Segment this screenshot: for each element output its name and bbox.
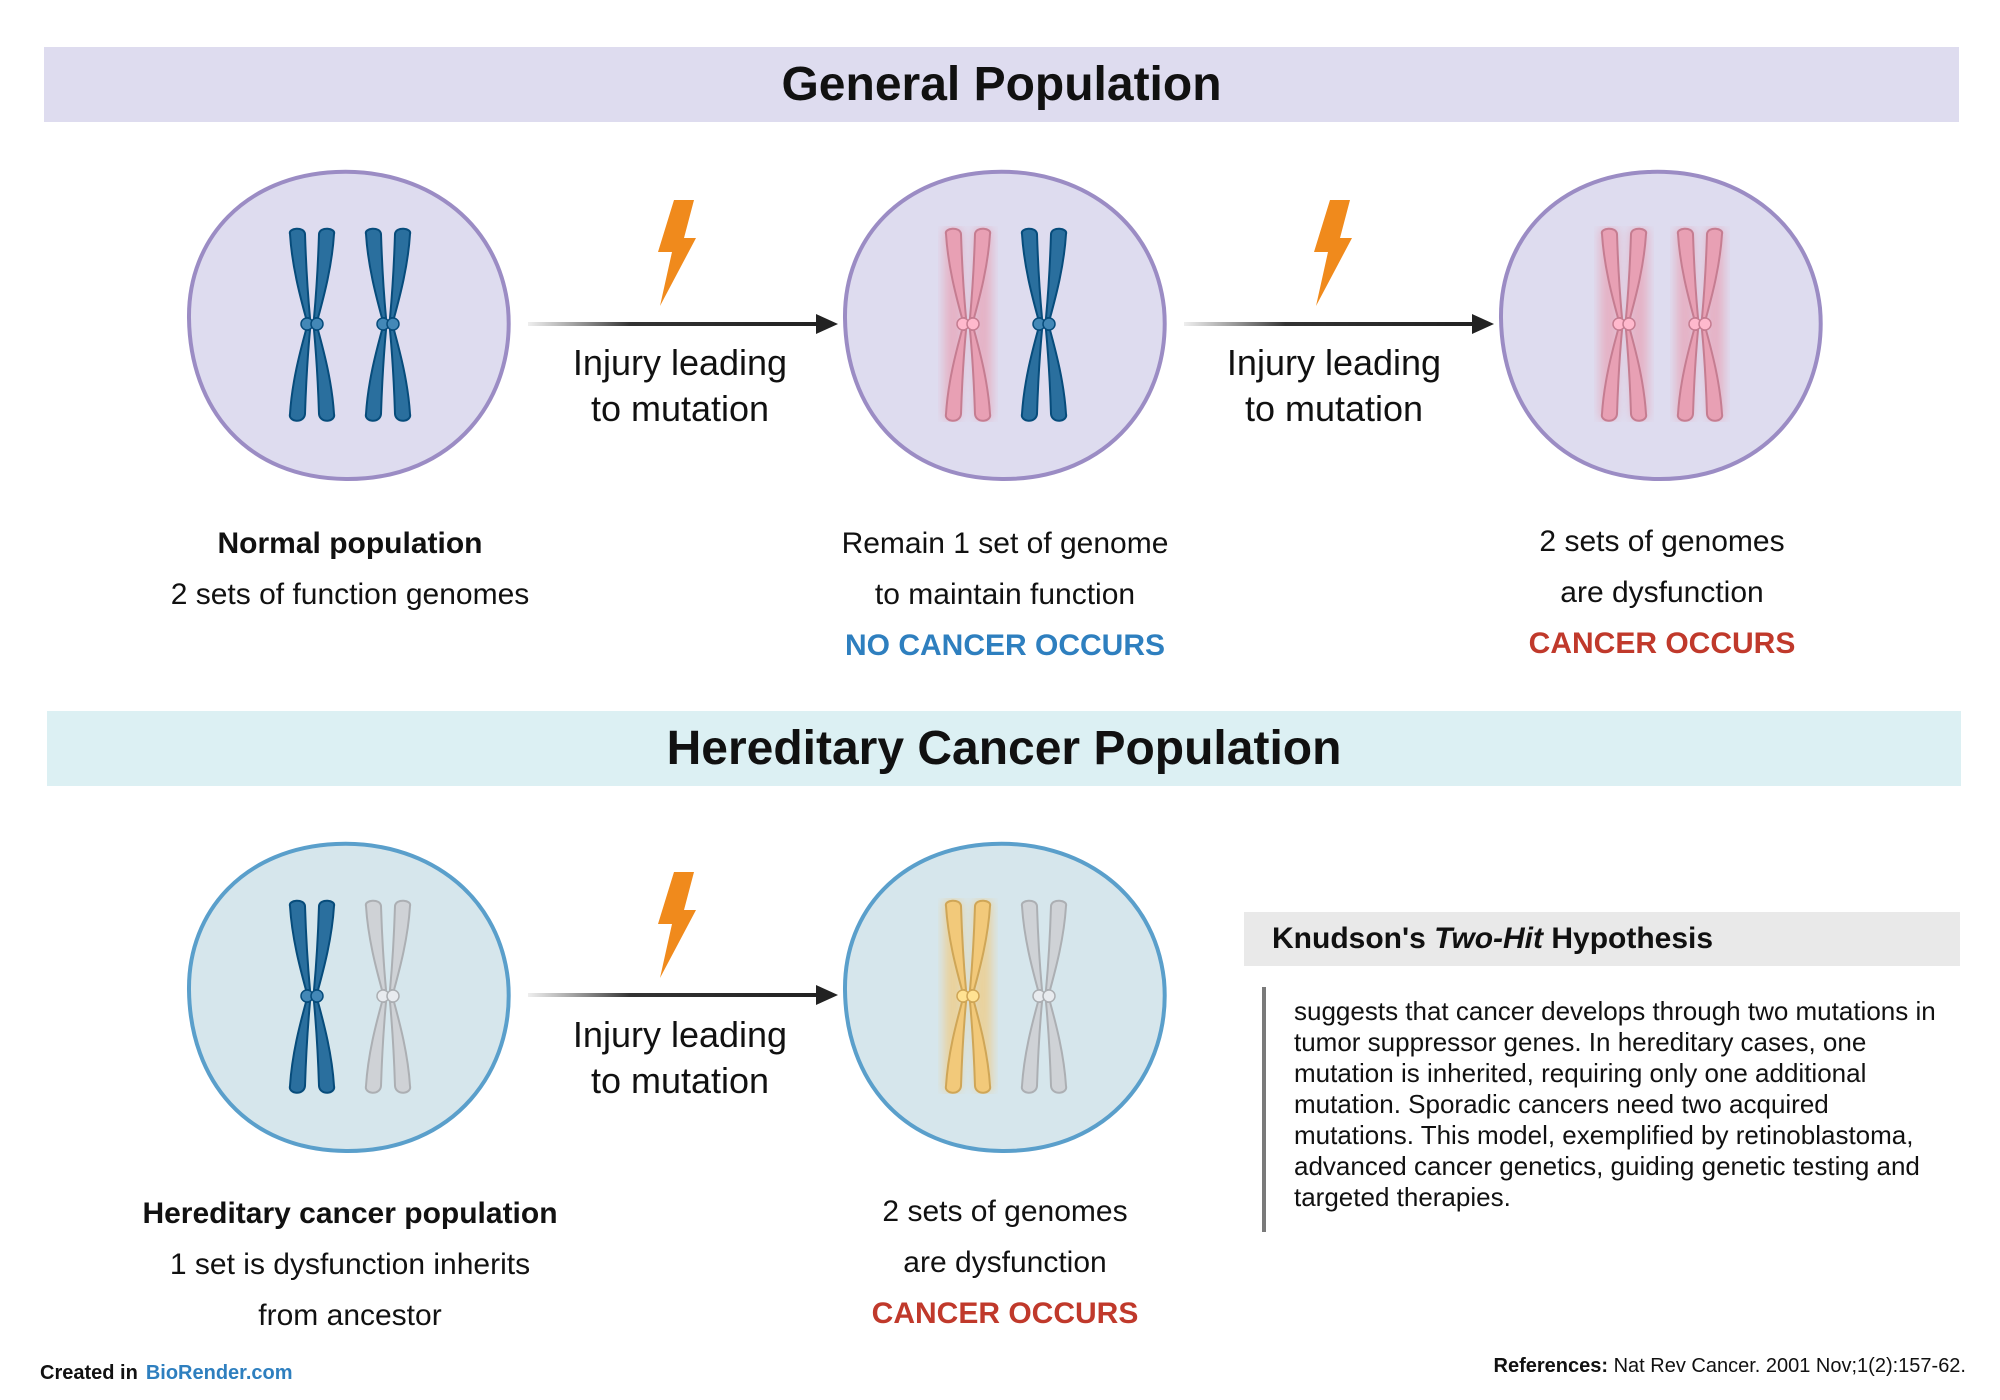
one-hit-cell bbox=[842, 168, 1168, 482]
two-hit-cell bbox=[1498, 168, 1824, 482]
chromosome-functional-icon bbox=[364, 227, 412, 422]
chromosome-mutated-icon bbox=[944, 899, 992, 1094]
normal-cell bbox=[186, 168, 512, 482]
chromosome-functional-icon bbox=[288, 227, 336, 422]
chromosome-inherited-dysfunction-icon bbox=[364, 899, 412, 1094]
one-hit-caption: Remain 1 set of genome to maintain funct… bbox=[755, 518, 1255, 671]
general-population-banner: General Population bbox=[44, 47, 1959, 122]
chromosome-inherited-dysfunction-icon bbox=[1020, 899, 1068, 1094]
quote-bar bbox=[1262, 987, 1266, 1232]
chromosome-mutated-icon bbox=[1676, 227, 1724, 422]
knudson-hypothesis-title: Knudson's Two-Hit Hypothesis bbox=[1244, 912, 1960, 966]
no-cancer-status: NO CANCER OCCURS bbox=[844, 629, 1165, 662]
knudson-hypothesis-text: suggests that cancer develops through tw… bbox=[1294, 996, 1936, 1212]
chromosome-mutated-icon bbox=[944, 227, 992, 422]
biorender-link[interactable]: BioRender.com bbox=[145, 1362, 293, 1384]
cancer-status: CANCER OCCURS bbox=[1528, 627, 1796, 660]
two-hit-caption: 2 sets of genomes are dysfunction CANCER… bbox=[1412, 516, 1912, 669]
lightning-bolt-icon bbox=[1314, 200, 1352, 306]
cancer-status: CANCER OCCURS bbox=[871, 1297, 1139, 1330]
hereditary-cell bbox=[186, 840, 512, 1154]
hereditary-population-banner: Hereditary Cancer Population bbox=[47, 711, 1961, 786]
right-arrow-icon bbox=[528, 985, 838, 1005]
lightning-bolt-icon bbox=[658, 872, 696, 978]
chromosome-functional-icon bbox=[1020, 227, 1068, 422]
hereditary-two-hit-cell bbox=[842, 840, 1168, 1154]
hereditary-two-hit-caption: 2 sets of genomes are dysfunction CANCER… bbox=[755, 1186, 1255, 1339]
hereditary-population-caption: Hereditary cancer population 1 set is dy… bbox=[142, 1197, 558, 1332]
normal-population-caption: Normal population 2 sets of function gen… bbox=[170, 527, 530, 611]
right-arrow-icon bbox=[528, 314, 838, 334]
references: References: Nat Rev Cancer. 2001 Nov;1(2… bbox=[1493, 1355, 1967, 1377]
lightning-bolt-icon bbox=[658, 200, 696, 306]
chromosome-functional-icon bbox=[288, 899, 336, 1094]
right-arrow-icon bbox=[1184, 314, 1494, 334]
chromosome-mutated-icon bbox=[1600, 227, 1648, 422]
